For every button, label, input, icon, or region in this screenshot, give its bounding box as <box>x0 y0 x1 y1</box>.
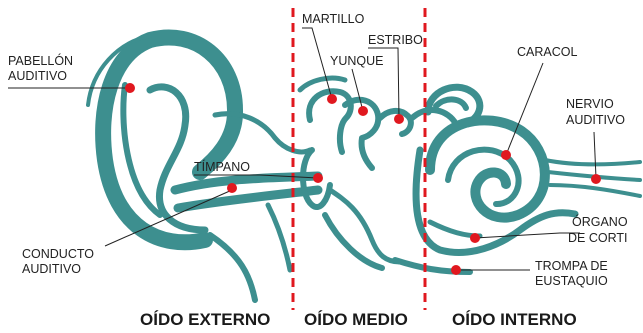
leader-lines <box>8 27 597 271</box>
middle-ear-drawing <box>297 75 414 271</box>
marker-trompa <box>451 265 461 275</box>
label-caracol: CARACOL <box>517 45 577 59</box>
leader-nervio <box>593 131 597 179</box>
label-pabellon-line1: PABELLÓN <box>8 53 73 68</box>
label-yunque: YUNQUE <box>330 54 383 68</box>
label-estribo: ESTRIBO <box>368 33 423 47</box>
label-organo-line1: ÓRGANO <box>572 214 628 229</box>
section-oido-externo: OÍDO EXTERNO <box>140 310 270 329</box>
section-oido-interno: OÍDO INTERNO <box>452 310 577 329</box>
marker-yunque <box>358 106 368 116</box>
label-conducto-line1: CONDUCTO <box>22 247 94 261</box>
leader-timpano <box>194 174 319 179</box>
outer-ear-drawing <box>86 29 313 251</box>
label-conducto-line2: AUDITIVO <box>22 262 81 276</box>
leader-conducto <box>104 189 233 247</box>
label-martillo: MARTILLO <box>302 12 365 26</box>
marker-estribo <box>394 114 404 124</box>
section-oido-medio: OÍDO MEDIO <box>304 310 408 329</box>
leader-organo <box>474 232 580 239</box>
marker-caracol <box>501 150 511 160</box>
label-pabellon-line2: AUDITIVO <box>8 69 67 83</box>
label-trompa-line1: TROMPA DE <box>535 259 608 273</box>
label-nervio-line1: NERVIO <box>566 97 614 111</box>
leader-estribo <box>368 47 400 119</box>
marker-organo <box>470 233 480 243</box>
label-trompa-line2: EUSTAQUIO <box>535 274 608 288</box>
marker-nervio <box>591 174 601 184</box>
leader-yunque <box>351 68 364 112</box>
leader-caracol <box>505 62 544 156</box>
markers <box>125 83 601 275</box>
marker-timpano <box>313 173 323 183</box>
label-nervio-line2: AUDITIVO <box>566 113 625 127</box>
section-headings: OÍDO EXTERNO OÍDO MEDIO OÍDO INTERNO <box>140 310 577 329</box>
labels: PABELLÓN AUDITIVO CONDUCTO AUDITIVO TÍMP… <box>8 12 628 288</box>
label-timpano: TÍMPANO <box>194 159 250 174</box>
leader-martillo <box>302 27 333 100</box>
label-organo-line2: DE CORTI <box>568 231 628 245</box>
marker-pabellon <box>125 83 135 93</box>
marker-conducto <box>227 183 237 193</box>
marker-martillo <box>327 94 337 104</box>
